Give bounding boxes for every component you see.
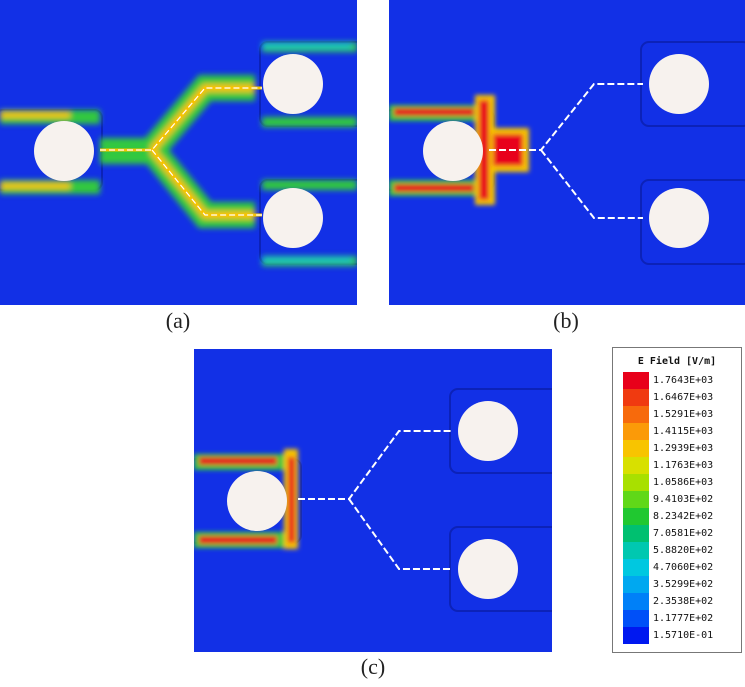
color-legend: E Field [V/m] 1.7643E+03 1.6467E+03 1.5291… bbox=[612, 347, 742, 653]
legend-value: 5.8820E+02 bbox=[653, 545, 714, 556]
panel-a bbox=[0, 0, 357, 305]
port-circle-input bbox=[227, 471, 287, 531]
legend-entry: 1.4115E+03 bbox=[623, 423, 738, 440]
legend-value: 1.5291E+03 bbox=[653, 409, 714, 420]
legend-entry: 3.5299E+02 bbox=[623, 576, 738, 593]
caption-b: (b) bbox=[553, 308, 579, 333]
trace-upper bbox=[489, 83, 643, 151]
legend-value: 8.2342E+02 bbox=[653, 511, 714, 522]
legend-value: 1.2939E+03 bbox=[653, 443, 714, 454]
legend-entry: 1.5291E+03 bbox=[623, 406, 738, 423]
port-circle-bottom bbox=[458, 539, 518, 599]
legend-value: 1.4115E+03 bbox=[653, 426, 714, 437]
legend-title: E Field [V/m] bbox=[637, 356, 717, 367]
legend-entry: 1.7643E+03 bbox=[623, 372, 738, 389]
legend-swatch bbox=[623, 457, 649, 474]
legend-entry: 2.3538E+02 bbox=[623, 593, 738, 610]
panel-c bbox=[194, 349, 552, 652]
legend-value: 1.5710E-01 bbox=[653, 630, 714, 641]
legend-entry: 1.6467E+03 bbox=[623, 389, 738, 406]
legend-value: 1.1777E+02 bbox=[653, 613, 714, 624]
legend-entry: 1.1763E+03 bbox=[623, 457, 738, 474]
trace-upper bbox=[298, 430, 452, 500]
legend-value: 7.0581E+02 bbox=[653, 528, 714, 539]
field-plot-c bbox=[194, 349, 552, 652]
port-circle-bottom bbox=[263, 188, 323, 248]
legend-value: 1.7643E+03 bbox=[653, 375, 714, 386]
legend-swatch bbox=[623, 610, 649, 627]
legend-entry: 9.4103E+02 bbox=[623, 491, 738, 508]
legend-swatch bbox=[623, 508, 649, 525]
field-plot-b bbox=[389, 0, 745, 305]
legend-entry: 4.7060E+02 bbox=[623, 559, 738, 576]
legend-swatch bbox=[623, 593, 649, 610]
legend-value: 1.1763E+03 bbox=[653, 460, 714, 471]
panel-b bbox=[389, 0, 745, 305]
legend-value: 9.4103E+02 bbox=[653, 494, 714, 505]
legend-value: 4.7060E+02 bbox=[653, 562, 714, 573]
legend-entry: 7.0581E+02 bbox=[623, 525, 738, 542]
port-circle-top bbox=[458, 401, 518, 461]
legend-swatch bbox=[623, 474, 649, 491]
legend-swatch bbox=[623, 627, 649, 644]
port-housing-bottom bbox=[449, 526, 552, 612]
legend-swatch bbox=[623, 542, 649, 559]
port-circle-top bbox=[263, 54, 323, 114]
legend-entry: 1.1777E+02 bbox=[623, 610, 738, 627]
port-circle-input bbox=[423, 121, 483, 181]
legend-value: 1.0586E+03 bbox=[653, 477, 714, 488]
port-circle-input bbox=[34, 121, 94, 181]
legend-entry: 1.5710E-01 bbox=[623, 627, 738, 644]
port-circle-bottom bbox=[649, 188, 709, 248]
legend-swatch bbox=[623, 491, 649, 508]
legend-value: 3.5299E+02 bbox=[653, 579, 714, 590]
legend-entry: 1.0586E+03 bbox=[623, 474, 738, 491]
legend-value: 2.3538E+02 bbox=[653, 596, 714, 607]
field-distribution bbox=[194, 449, 298, 549]
port-circle-top bbox=[649, 54, 709, 114]
caption-a: (a) bbox=[165, 308, 191, 333]
legend-swatch bbox=[623, 559, 649, 576]
legend-swatch bbox=[623, 423, 649, 440]
legend-entry: 1.2939E+03 bbox=[623, 440, 738, 457]
trace-lower bbox=[348, 498, 452, 570]
trace-lower bbox=[540, 149, 643, 219]
legend-entry: 5.8820E+02 bbox=[623, 542, 738, 559]
legend-entry: 8.2342E+02 bbox=[623, 508, 738, 525]
legend-swatch bbox=[623, 406, 649, 423]
caption-c: (c) bbox=[360, 654, 386, 679]
legend-value: 1.6467E+03 bbox=[653, 392, 714, 403]
legend-swatch bbox=[623, 576, 649, 593]
legend-swatch bbox=[623, 440, 649, 457]
legend-swatch bbox=[623, 525, 649, 542]
port-housing-bottom bbox=[640, 179, 745, 265]
field-plot-a bbox=[0, 0, 357, 305]
legend-swatch bbox=[623, 372, 649, 389]
legend-swatch bbox=[623, 389, 649, 406]
